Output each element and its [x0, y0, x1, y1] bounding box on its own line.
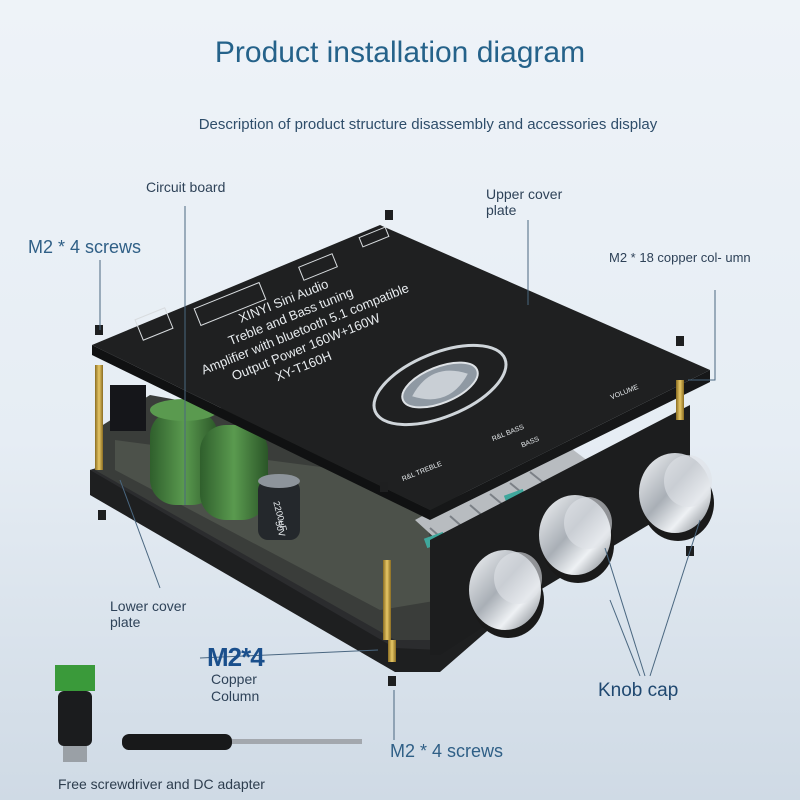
copper-column	[95, 365, 684, 662]
callout-m2-4-screws-top: M2 * 4 screws	[28, 237, 142, 257]
callout-lower-cover-plate: Lower cover plate	[110, 598, 187, 630]
callout-knob-cap: Knob cap	[598, 680, 679, 701]
upper-cover-plate: XINYI Sini Audio Treble and Bass tuning …	[92, 225, 710, 520]
capacitor-small: 2200uF 50V	[258, 474, 300, 540]
screwdriver-icon	[122, 734, 362, 750]
page-title: Product installation diagram	[214, 36, 586, 69]
knob-cap-icon	[539, 495, 614, 583]
callout-accessories: Free screwdriver and DC adapter	[58, 776, 265, 792]
page-subtitle: Description of product structure disasse…	[198, 116, 658, 133]
leader-lines	[99, 206, 716, 740]
dc-adapter-icon	[55, 665, 95, 762]
brand-logo-icon	[372, 343, 508, 427]
callout-copper-column: Copper Column	[211, 671, 260, 704]
callout-m2-4-screws-bottom: M2 * 4 screws	[390, 741, 504, 761]
dc-jack	[110, 385, 146, 431]
callout-circuit-board: Circuit board	[146, 179, 226, 195]
capacitor-large	[150, 399, 268, 520]
callout-upper-cover-plate: Upper cover plate	[486, 186, 563, 218]
knob-cap-icon	[469, 550, 544, 638]
knob-cap-icon	[639, 453, 714, 541]
callout-m2-18-copper-column: M2 * 18 copper col- umn	[609, 250, 751, 265]
callout-m2-4-copper-title: M2*4	[207, 642, 265, 672]
capacitor-voltage: 50V	[273, 520, 287, 538]
